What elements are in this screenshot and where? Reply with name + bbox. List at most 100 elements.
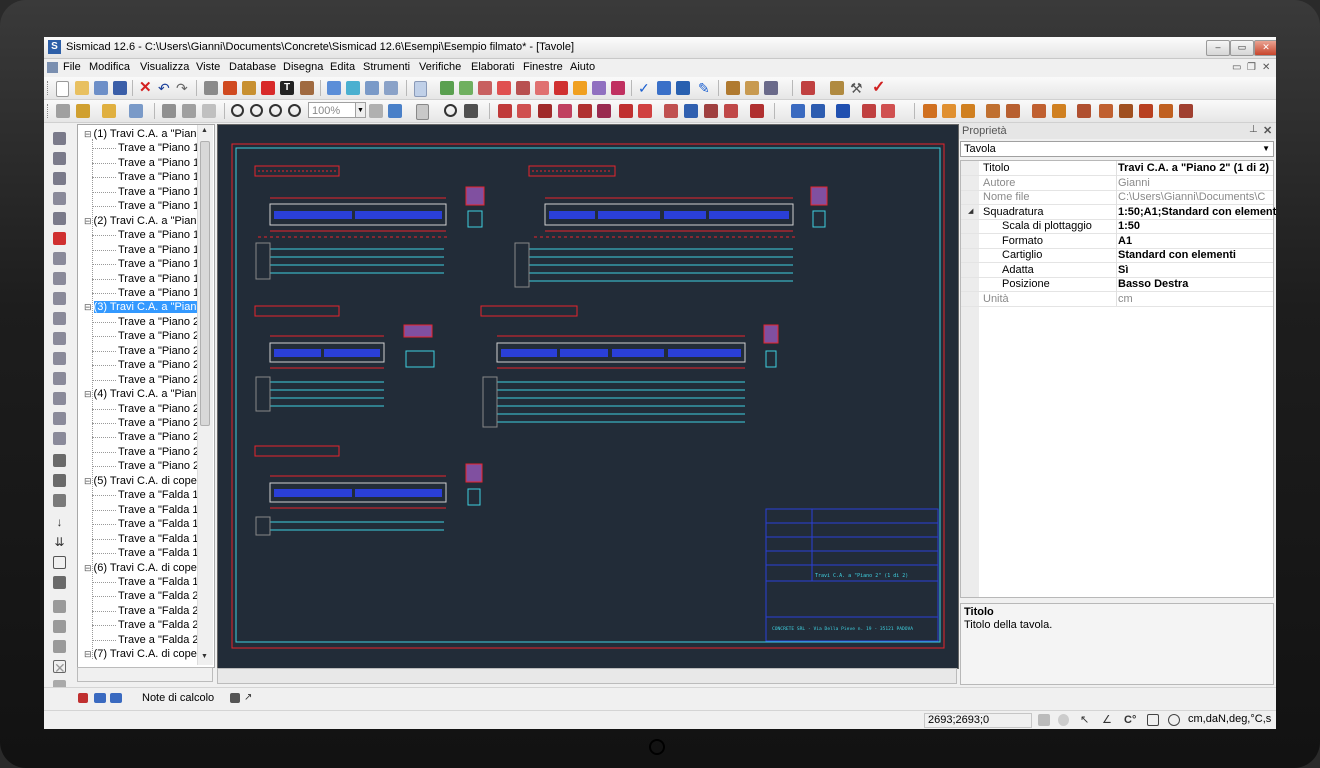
status-bulb-icon[interactable] [1058, 714, 1069, 726]
stack-icon[interactable] [726, 81, 740, 95]
menu-verifiche[interactable]: Verifiche [419, 61, 462, 73]
status-snap-c-icon[interactable]: C° [1124, 714, 1137, 726]
status-cursor-icon[interactable]: ↖ [1080, 714, 1090, 726]
tree-group[interactable]: ⊟(2) Travi C.A. a "Piano [84, 214, 203, 228]
tree-item[interactable]: Trave a "Piano 2" [118, 329, 203, 343]
tree-item[interactable]: Trave a "Piano 2" [118, 416, 203, 430]
tree-item[interactable]: Trave a "Piano 1" [118, 141, 203, 155]
tree-group[interactable]: ⊟(6) Travi C.A. di copert [84, 561, 204, 575]
tree-item[interactable]: Trave a "Falda 1" [118, 546, 202, 560]
verify-beams-icon[interactable] [478, 81, 492, 95]
tree-item[interactable]: Trave a "Piano 1" [118, 156, 203, 170]
tree-item[interactable]: Trave a "Piano 1" [118, 272, 203, 286]
window-icon[interactable] [414, 81, 427, 97]
property-value[interactable]: cm [1118, 292, 1133, 305]
canvas-horizontal-scrollbar[interactable] [217, 668, 957, 684]
timber-icon[interactable] [1052, 104, 1066, 118]
check-blue-icon[interactable]: ✓ [638, 80, 650, 96]
scroll-up-icon[interactable]: ▲ [201, 127, 208, 134]
tool-page-icon[interactable] [53, 660, 66, 673]
tree-item[interactable]: Trave a "Falda 1" [118, 488, 202, 502]
status-angle-icon[interactable]: ∠ [1102, 714, 1112, 726]
minimize-icon[interactable]: – [1206, 40, 1230, 56]
arrows-down-icon[interactable]: ⇊ [54, 535, 65, 549]
dimension-icon[interactable]: ↗ [244, 692, 253, 703]
tool-cube-icon[interactable] [53, 454, 66, 467]
loads-icon[interactable] [242, 81, 256, 95]
property-value[interactable]: Sì [1118, 263, 1129, 276]
truss-icon[interactable] [1099, 104, 1113, 118]
grid-icon[interactable] [684, 104, 698, 118]
tool-beam-3-icon[interactable] [53, 172, 66, 185]
tool-tab-icon[interactable] [230, 693, 240, 703]
tree-item[interactable]: Trave a "Falda 1" [118, 503, 202, 517]
anchor-icon[interactable] [1139, 104, 1153, 118]
raft-icon[interactable] [638, 104, 652, 118]
modal-icon[interactable] [836, 104, 850, 118]
tree-item[interactable]: Trave a "Falda 2" [118, 589, 202, 603]
view-3d-icon[interactable] [327, 81, 341, 95]
property-value[interactable]: Gianni [1118, 176, 1150, 189]
pan-2-icon[interactable] [182, 104, 196, 118]
gear-icon[interactable] [724, 104, 738, 118]
tool-g-icon[interactable] [53, 372, 66, 385]
tree-item[interactable]: Trave a "Falda 2" [118, 618, 202, 632]
zoom-out-icon[interactable] [250, 104, 263, 117]
view-frame-icon[interactable] [346, 81, 360, 95]
mdi-close-icon[interactable]: ✕ [1262, 62, 1271, 73]
zoom-window-icon[interactable] [231, 104, 244, 117]
zoom-in-icon[interactable] [269, 104, 282, 117]
star-move-icon[interactable] [102, 104, 116, 118]
column-icon[interactable] [517, 104, 531, 118]
note-blue-2-icon[interactable] [110, 693, 122, 703]
menu-viste[interactable]: Viste [196, 61, 221, 73]
pin-icon[interactable]: ⊥ [1249, 124, 1258, 135]
tree-group[interactable]: ⊟(5) Travi C.A. di copert [84, 474, 204, 488]
connection-icon[interactable] [1119, 104, 1133, 118]
tree-scroll-thumb[interactable] [200, 141, 210, 426]
tree-item[interactable]: Trave a "Piano 1" [118, 228, 203, 242]
cartiglio-icon[interactable] [704, 104, 718, 118]
frame-icon[interactable] [538, 104, 552, 118]
star-icon[interactable] [76, 104, 90, 118]
view-render-icon[interactable] [365, 81, 379, 95]
collapse-toggle-icon[interactable]: ⊟ [84, 302, 92, 313]
hide-icon[interactable] [369, 104, 383, 118]
tool-f-icon[interactable] [53, 352, 66, 365]
scroll-down-icon[interactable]: ▼ [201, 653, 208, 660]
panel-close-icon[interactable]: ✕ [1263, 125, 1273, 137]
maximize-icon[interactable]: ▭ [1230, 40, 1254, 56]
print-icon[interactable] [745, 81, 759, 95]
tree-group[interactable]: ⊟(7) Travi C.A. di copert [84, 647, 204, 661]
tree-item[interactable]: Trave a "Falda 1" [118, 575, 202, 589]
tool-j-icon[interactable] [53, 432, 66, 445]
tree-group[interactable]: ⊟(3) Travi C.A. a "Piano [84, 300, 203, 314]
tool-col-icon[interactable] [53, 212, 66, 225]
status-units[interactable]: cm,daN,deg,°C,s [1188, 713, 1272, 725]
property-value[interactable]: C:\Users\Gianni\Documents\C [1118, 191, 1266, 203]
menu-database[interactable]: Database [229, 61, 277, 73]
tree-item[interactable]: Trave a "Piano 1" [118, 286, 203, 300]
elements-icon[interactable] [459, 81, 473, 95]
menu-file[interactable]: File [63, 61, 81, 73]
beam-icon[interactable] [498, 104, 512, 118]
tree-item[interactable]: Trave a "Piano 2" [118, 459, 203, 473]
collapse-toggle-icon[interactable]: ⊟ [84, 215, 92, 226]
frame-orange-icon[interactable] [942, 104, 956, 118]
report-icon[interactable] [611, 81, 625, 95]
collapse-toggle-icon[interactable]: ⊟ [84, 649, 92, 660]
tool-box-icon[interactable] [53, 556, 66, 569]
tab-note-di-calcolo[interactable]: Note di calcolo [142, 692, 215, 704]
export-icon[interactable] [830, 81, 844, 95]
status-grid-icon[interactable] [1147, 714, 1159, 726]
tree-item[interactable]: Trave a "Falda 1" [118, 517, 202, 531]
sun-icon[interactable] [923, 104, 937, 118]
status-house-icon[interactable] [1038, 714, 1050, 726]
